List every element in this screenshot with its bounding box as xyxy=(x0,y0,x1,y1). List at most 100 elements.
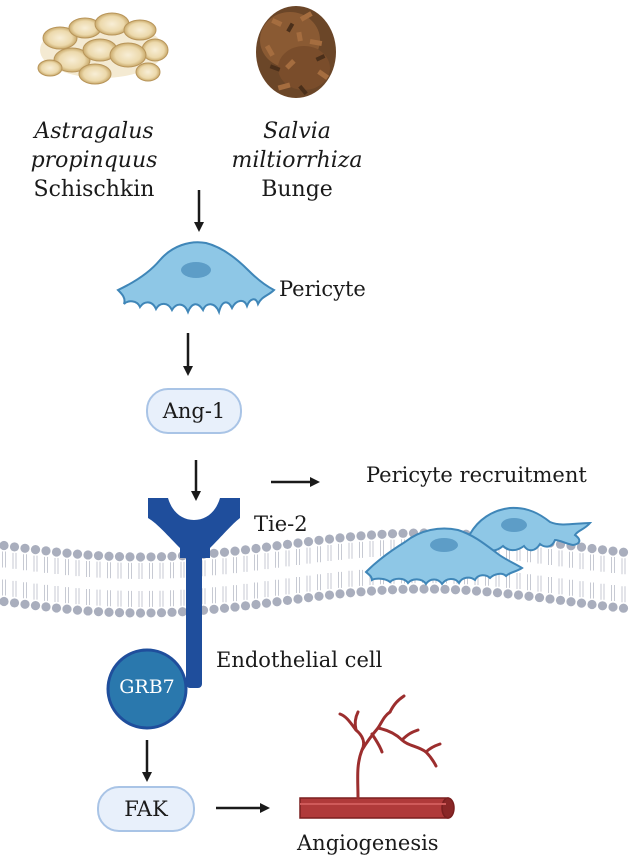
lipid-head xyxy=(387,529,398,539)
lipid-head xyxy=(303,593,314,603)
lipid-head xyxy=(209,604,219,614)
lipid-head xyxy=(534,592,545,603)
lipid-head xyxy=(9,598,20,608)
lipid-head xyxy=(576,542,587,552)
lipid-head xyxy=(440,584,450,594)
lipid-head xyxy=(450,585,461,595)
lipid-head xyxy=(125,552,135,562)
lipid-head xyxy=(545,594,555,604)
lipid-head xyxy=(492,588,503,598)
lipid-head xyxy=(608,602,618,612)
lipid-head xyxy=(587,599,597,610)
lipid-head xyxy=(93,551,104,561)
lipid-head xyxy=(62,548,72,558)
lipid-head xyxy=(41,602,51,612)
lipid-head xyxy=(156,608,167,618)
lipid-head xyxy=(114,552,125,562)
lipid-head xyxy=(0,596,9,607)
fak-label: FAK xyxy=(124,797,168,821)
lipid-head xyxy=(335,589,345,599)
lipid-head xyxy=(356,587,366,597)
lipid-head xyxy=(597,601,608,611)
lipid-head xyxy=(513,590,524,600)
lipid-head xyxy=(314,591,324,601)
pericyte-cell-icon xyxy=(116,241,276,316)
herb-author: Bunge xyxy=(261,177,333,202)
lipid-head xyxy=(356,531,366,541)
lipid-head xyxy=(146,552,156,562)
lipid-head xyxy=(156,552,167,562)
lipid-head xyxy=(293,538,303,548)
lipid-head xyxy=(324,534,335,544)
lipid-head xyxy=(83,550,93,560)
lipid-head xyxy=(282,595,293,605)
lipid-head xyxy=(576,598,587,608)
lipid-head xyxy=(167,551,177,561)
recruited-pericytes-icon xyxy=(364,506,593,586)
lipid-head xyxy=(303,537,314,547)
lipid-head xyxy=(524,591,534,601)
ang1-label: Ang-1 xyxy=(162,399,226,423)
lipid-head xyxy=(72,605,83,615)
lipid-head xyxy=(209,548,219,558)
lipid-head xyxy=(167,607,177,617)
lipid-head xyxy=(366,530,377,540)
lipid-head xyxy=(240,601,251,611)
salvia-image xyxy=(256,6,336,98)
lipid-head xyxy=(377,585,387,595)
lipid-head xyxy=(314,535,324,545)
lipid-head xyxy=(272,541,282,551)
lipid-head xyxy=(219,547,230,557)
lipid-head xyxy=(555,595,566,605)
lipid-head xyxy=(345,588,356,598)
lipid-head xyxy=(335,533,345,543)
fak-node: FAK xyxy=(97,786,195,832)
lipid-head xyxy=(618,603,629,613)
lipid-head xyxy=(272,597,282,607)
endothelial-cell-label: Endothelial cell xyxy=(216,648,383,672)
lipid-head xyxy=(482,587,492,597)
lipid-head xyxy=(135,552,146,562)
lipid-head xyxy=(104,607,114,617)
lipid-head xyxy=(251,543,261,554)
lipid-head xyxy=(104,551,114,561)
lipid-head xyxy=(408,584,419,594)
lipid-head xyxy=(30,545,41,555)
angiogenesis-label: Angiogenesis xyxy=(297,831,439,855)
lipid-head xyxy=(608,546,618,556)
herb-label-salvia: Salvia miltiorrhiza Bunge xyxy=(222,117,372,204)
lipid-head xyxy=(503,589,513,599)
lipid-head xyxy=(377,529,387,539)
lipid-head xyxy=(387,585,398,595)
pericyte-label: Pericyte xyxy=(279,277,366,301)
lipid-head xyxy=(230,602,240,612)
lipid-head xyxy=(41,546,51,556)
tie2-receptor-icon xyxy=(148,498,240,688)
lipid-head xyxy=(146,608,156,618)
lipid-head xyxy=(261,542,272,552)
lipid-head xyxy=(177,607,188,617)
lipid-head xyxy=(219,603,230,613)
lipid-head xyxy=(20,599,30,609)
lipid-head xyxy=(135,608,146,618)
tie2-label: Tie-2 xyxy=(254,512,308,536)
lipid-head xyxy=(51,547,62,557)
herb-author: Schischkin xyxy=(33,177,155,202)
lipid-head xyxy=(566,597,576,607)
herb-label-astragalus: Astragalus propinquus Schischkin xyxy=(14,117,174,204)
lipid-head xyxy=(114,608,125,618)
grb7-circle xyxy=(106,648,188,730)
lipid-head xyxy=(20,543,30,553)
lipid-head xyxy=(9,542,20,552)
lipid-head xyxy=(419,584,429,594)
astragalus-image xyxy=(37,12,169,85)
herb-species: propinquus xyxy=(30,148,158,173)
lipid-head xyxy=(83,606,93,616)
lipid-head xyxy=(125,608,135,618)
lipid-head xyxy=(597,545,608,555)
lipid-head xyxy=(587,543,597,554)
lipid-head xyxy=(429,584,440,594)
lipid-head xyxy=(230,546,240,556)
lipid-head xyxy=(62,604,72,614)
